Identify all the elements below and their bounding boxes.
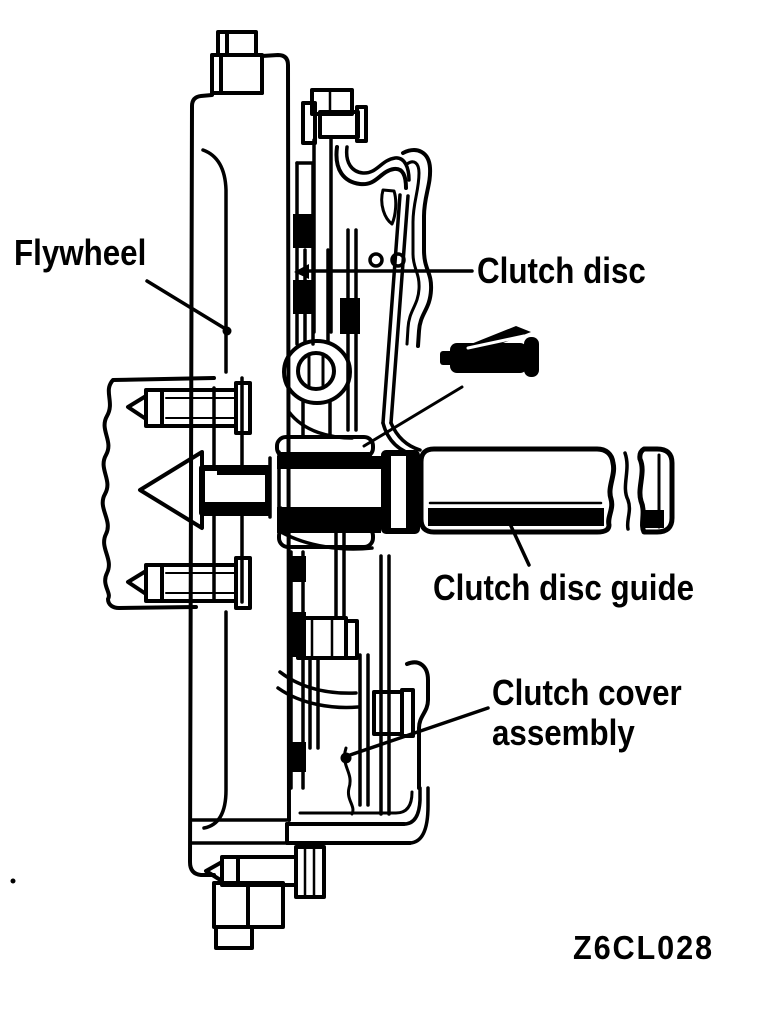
flywheel-top-bolt xyxy=(210,30,264,95)
label-clutch-cover-line2: assembly xyxy=(492,712,635,753)
flywheel xyxy=(188,30,326,950)
label-clutch-disc: Clutch disc xyxy=(477,250,646,291)
damper-spring-hub xyxy=(275,248,375,549)
pilot-cone-hub xyxy=(138,376,299,604)
page-dot xyxy=(10,878,16,884)
flywheel-bottom-bolt xyxy=(204,845,326,899)
flywheel-leader xyxy=(145,279,226,330)
guide-tool-icon xyxy=(440,326,539,377)
label-flywheel: Flywheel xyxy=(14,232,147,273)
clutch-cover-section xyxy=(276,88,434,845)
crankshaft-flange xyxy=(100,376,216,610)
diaphragm-spring xyxy=(334,145,411,816)
cover-foot-flange xyxy=(285,786,430,845)
label-clutch-cover-line1: Clutch cover xyxy=(492,672,682,713)
tool-icon-leader xyxy=(362,385,464,448)
guide-leader xyxy=(502,509,531,567)
cover-leader xyxy=(348,706,490,757)
figure-code: Z6CL028 xyxy=(573,929,714,966)
leader-lines xyxy=(145,264,531,764)
label-clutch-disc-guide: Clutch disc guide xyxy=(433,567,695,608)
clutch-disc-guide-shaft xyxy=(277,446,675,535)
label-clutch-cover-assembly: Clutch cover assembly xyxy=(492,673,682,753)
